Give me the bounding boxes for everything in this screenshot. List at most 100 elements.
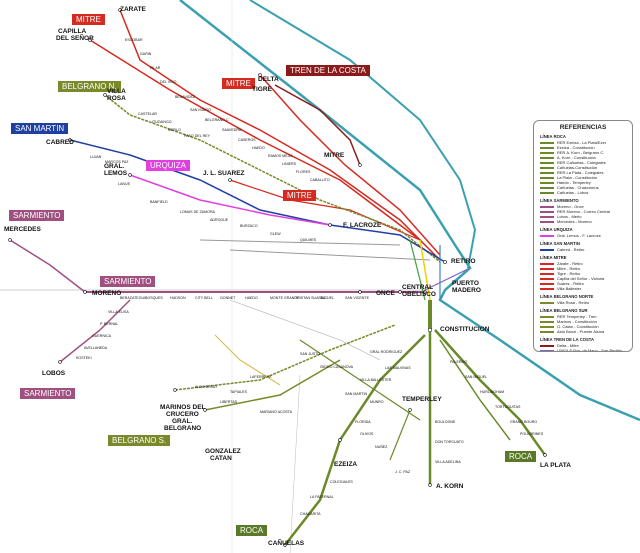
legend-item: Moreno - Once	[540, 204, 632, 209]
legend-swatch	[540, 320, 554, 323]
legend-item: RER Temperley - Tren	[540, 314, 632, 319]
legend-swatch	[540, 215, 554, 218]
legend-item: Cabred - Retiro	[540, 247, 632, 252]
legend-item-label: Villa Ballester	[557, 286, 582, 291]
station-label: TRISTAN SUAREZ	[295, 296, 326, 300]
legend-item-label: Delta - Mitre	[557, 343, 579, 348]
line-belgrano-sur	[174, 324, 396, 391]
station-label: LOMAS DE ZAMORA	[180, 210, 215, 214]
station-label: NUÑEZ	[375, 445, 388, 449]
station-label: CENTRAL	[402, 284, 434, 291]
legend-item-label: RER Moreno - Correo Central	[557, 209, 610, 214]
line-tag-urquiza: URQUIZA	[146, 160, 190, 171]
line-subte-yellow	[419, 239, 431, 301]
station-label: MADERO	[452, 287, 481, 294]
station-label: BOULOGNE	[435, 420, 456, 424]
line-belgrano-sur-3	[214, 334, 281, 386]
legend-swatch	[540, 156, 554, 159]
legend-item-label: Haedo - Temperley	[557, 180, 591, 185]
legend-swatch	[540, 325, 554, 328]
legend-item-label: Marinos - Constitución	[557, 319, 597, 324]
station-label: FLORIDA	[355, 420, 371, 424]
station-label: PUERTO	[452, 280, 479, 287]
legend-swatch	[540, 186, 554, 189]
legend-item: Ezeiza - Constitución	[540, 145, 632, 150]
station-label: DON TORCUATO	[435, 440, 464, 444]
station-label: ZARATE	[120, 6, 146, 13]
legend-item-label: Cañuelas - Chascomús	[557, 185, 599, 190]
station-label: BERAZATEGUI	[120, 296, 146, 300]
line-tag-tren-de-la-costa: TREN DE LA COSTA	[286, 65, 370, 76]
station-label: CITY BELL	[195, 296, 213, 300]
legend-item: G. Catán - Constitución	[540, 324, 632, 329]
legend-swatch	[540, 234, 554, 237]
station-label: GUERNICA	[92, 334, 111, 338]
legend-swatch	[540, 146, 554, 149]
station-label: ONCE	[376, 290, 395, 297]
legend-item: RER Cañuelas - Colegiales	[540, 160, 632, 165]
legend-item: RER Moreno - Correo Central	[540, 209, 632, 214]
legend-swatch	[540, 282, 554, 285]
legend-item-label: La Plata - Constitución	[557, 175, 598, 180]
legend-swatch	[540, 272, 554, 275]
station-label: CASEROS	[238, 138, 256, 142]
station-label: P. BERNAL	[100, 322, 119, 326]
legend-item: Villa Ballester	[540, 286, 632, 291]
legend-item-label: Mercedes - Moreno	[557, 219, 592, 224]
boundary-line	[289, 374, 301, 553]
station-label: CATAN	[210, 455, 232, 462]
station-label: HAEDO	[252, 146, 265, 150]
legend-item-label: A. Korn - Constitución	[557, 155, 596, 160]
station-label: GRAL.	[104, 163, 125, 170]
station-label: RETIRO	[451, 258, 476, 265]
legend-item-label: Ezeiza - Constitución	[557, 145, 595, 150]
legend-item: Capilla del Señor - Victoria	[540, 276, 632, 281]
legend-item: Mitre - Retiro	[540, 266, 632, 271]
station-label: VILLA ADELINA	[435, 460, 461, 464]
line-san-martin	[69, 139, 446, 263]
legend-item: Cañuelas - Chascomús	[540, 185, 632, 190]
station-label: CAPILLA	[58, 28, 87, 35]
legend-group-title: LÍNEA URQUIZA	[540, 227, 573, 232]
station-label: LAFERRERE	[250, 375, 272, 379]
station-label: POLVORINES	[520, 432, 544, 436]
station-label: MARIANO ACOSTA	[260, 410, 293, 414]
line-roca-bosques	[439, 339, 511, 441]
legend-item: Mercedes - Moreno	[540, 219, 632, 224]
station-label: TAPIALES	[230, 390, 247, 394]
legend-item: Lobos - Merlo	[540, 214, 632, 219]
legend-item-label: G. Catán - Constitución	[557, 324, 599, 329]
station-label: BURZACO	[240, 224, 258, 228]
station-label: TORTUGUITAS	[495, 405, 521, 409]
station-label: ESCOBAR	[125, 38, 143, 42]
legend-swatch	[540, 301, 554, 304]
legend-group-title: LÍNEA BELGRANO SUR	[540, 308, 588, 313]
legend-item: RER Ezeiza - La Plata/Ezei	[540, 140, 632, 145]
station-label: VILLA BALLESTER	[360, 378, 392, 382]
station-label: FLORES	[296, 170, 311, 174]
station-label: SAN VICENTE	[345, 296, 369, 300]
station-label: MONTE GRANDE	[270, 296, 300, 300]
legend-item-label: LÍNEA E Pza. de Mayo - San Pedrito	[557, 348, 623, 352]
line-tag-roca: ROCA	[505, 451, 537, 462]
station-label: CHACARITA	[300, 512, 321, 516]
station-label: MITRE	[324, 152, 345, 159]
legend-item: Aldo Bonzi - Puente Alsina	[540, 329, 632, 334]
legend-item: Zárate - Retiro	[540, 261, 632, 266]
line-sarmiento-mercedes	[9, 239, 86, 293]
station-label: BELGRANO	[164, 425, 202, 432]
station-label: MARINOS DEL	[160, 404, 206, 411]
station-label: BANFIELD	[150, 200, 168, 204]
line-tag-mitre: MITRE	[283, 190, 316, 201]
line-tag-sarmiento: SARMIENTO	[100, 276, 156, 287]
legend-item-label: RER Cañuelas - Colegiales	[557, 160, 606, 165]
legend-item-label: Villa Rosa - Retiro	[557, 300, 590, 305]
line-tren-costa	[274, 84, 361, 166]
station-label: MERCEDES	[4, 226, 41, 233]
legend-swatch	[540, 151, 554, 154]
station-label: RAMOS MEJIA	[268, 154, 293, 158]
station-label: BENAVIDEZ	[175, 95, 196, 99]
station-label: AVELLANEDA	[84, 346, 108, 350]
